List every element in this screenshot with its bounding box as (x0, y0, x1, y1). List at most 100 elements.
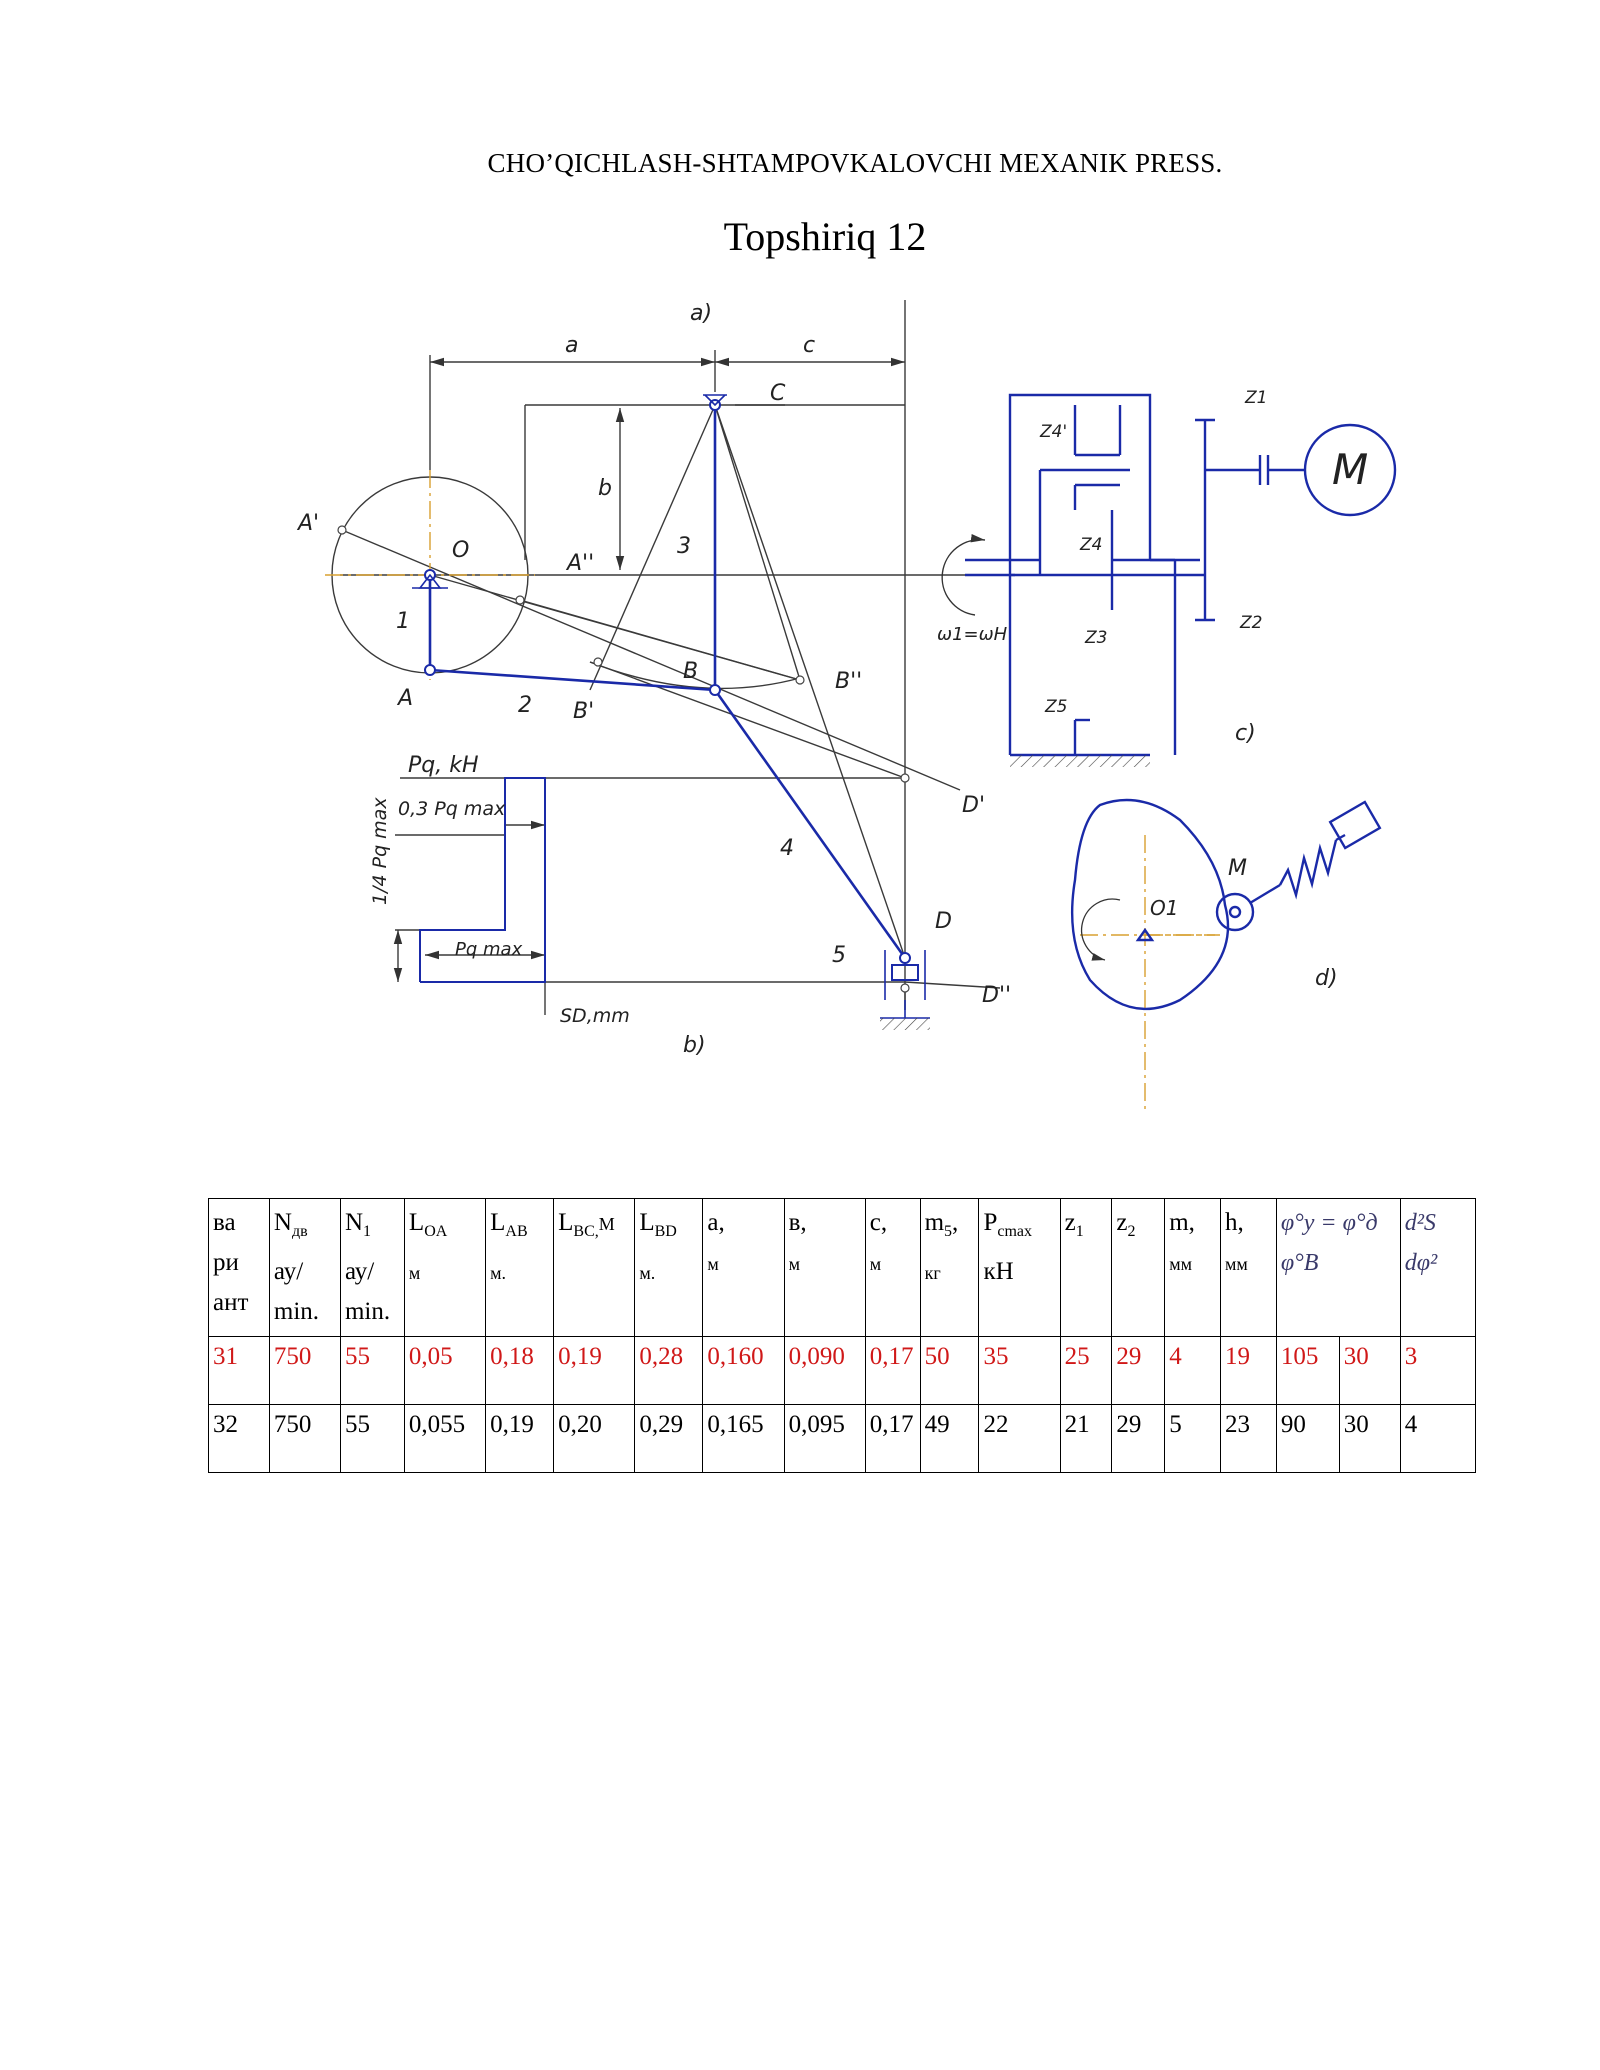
label-z4p: Z4' (1039, 422, 1067, 442)
label-cam-center: O1 (1150, 896, 1178, 920)
table-cell: 0,28 (634, 1336, 704, 1405)
table-cell: 750 (268, 1404, 341, 1473)
table-cell: 55 (339, 1336, 405, 1405)
table-cell: 55 (339, 1404, 405, 1473)
table-cell: 30 (1338, 1336, 1401, 1405)
label-pq-14: 1/4 Pq max (369, 797, 391, 905)
label-pq-kh: Pq, kH (408, 753, 479, 778)
task-title: Topshiriq 12 (723, 214, 927, 259)
ground-hatch (880, 1018, 930, 1030)
cam-mechanism (1070, 798, 1382, 1011)
label-z4: Z4 (1079, 535, 1102, 555)
table-cell: 105 (1275, 1336, 1340, 1405)
col-m5: m5,кг (919, 1198, 980, 1337)
label-omega: ω1=ωH (937, 624, 1008, 645)
table-cell: 0,18 (485, 1336, 555, 1405)
label-z5: Z5 (1044, 697, 1067, 717)
diagram-a (331, 300, 1010, 1015)
table-cell: 0,095 (783, 1404, 866, 1473)
mechanism-links (428, 405, 919, 981)
figure-labels: a) b) c) d) a c b C O A A' A'' B B' B'' … (296, 301, 1368, 1058)
table-cell: 4 (1399, 1404, 1477, 1473)
table-cell: 0,29 (634, 1404, 704, 1473)
table-cell: 0,19 (485, 1404, 555, 1473)
table-cell: 19 (1220, 1336, 1277, 1405)
centerlines (325, 470, 1220, 1110)
label-z1: Z1 (1244, 388, 1267, 408)
label-z2: Z2 (1239, 613, 1262, 633)
label-pt-B2: B'' (835, 669, 862, 694)
table-cell: 31 (208, 1336, 270, 1405)
label-dim-b: b (598, 476, 612, 501)
label-motor: M (1332, 445, 1368, 494)
mechanism-drawing: a) b) c) d) a c b C O A A' A'' B B' B'' … (296, 300, 1397, 1110)
label-pt-O: O (452, 538, 469, 563)
label-pt-D: D (935, 909, 952, 934)
gear-ground-hatch (1010, 755, 1150, 767)
label-z3: Z3 (1084, 628, 1107, 648)
page-title: CHO’QICHLASH-SHTAMPOVKALOVCHI MEXANIK PR… (487, 148, 1223, 178)
cam-rotation-icon (1080, 898, 1121, 961)
label-link-5: 5 (832, 943, 846, 968)
label-pt-C: C (770, 381, 786, 406)
table-cell: 30 (1338, 1404, 1401, 1473)
col-a: a,м (702, 1198, 785, 1337)
table-cell: 0,090 (783, 1336, 866, 1405)
table-cell: 5 (1164, 1404, 1222, 1473)
label-pq-max: Pq max (455, 939, 523, 960)
table-cell: 0,165 (702, 1404, 785, 1473)
label-fig-c: c) (1235, 721, 1256, 746)
label-link-4: 4 (780, 836, 794, 861)
pq-diagram (419, 777, 546, 983)
col-c: c,м (864, 1198, 921, 1337)
table-cell: 4 (1164, 1336, 1222, 1405)
label-pt-D2: D'' (982, 983, 1011, 1008)
table-cell: 0,160 (702, 1336, 785, 1405)
col-m: m,мм (1164, 1198, 1222, 1337)
label-pq-03: 0,3 Pq max (398, 798, 506, 820)
label-fig-b: b) (683, 1033, 706, 1058)
supports (412, 394, 930, 1019)
table-cell: 35 (978, 1336, 1061, 1405)
label-dim-a: a (565, 333, 578, 358)
label-s-mm: SD,mm (560, 1005, 630, 1027)
label-follower: M (1228, 856, 1247, 881)
label-pt-B1: B' (573, 699, 594, 724)
table-cell: 29 (1111, 1404, 1166, 1473)
table-cell: 0,17 (864, 1404, 921, 1473)
table-cell: 0,20 (553, 1404, 636, 1473)
table-cell: 29 (1111, 1336, 1166, 1405)
table-cell: 0,19 (553, 1336, 636, 1405)
label-link-3: 3 (677, 534, 691, 559)
rotation-arrow-icon (941, 534, 986, 616)
label-fig-d: d) (1315, 966, 1338, 991)
table-cell: 21 (1059, 1404, 1113, 1473)
table-cell: 25 (1059, 1336, 1113, 1405)
label-pt-D1: D' (962, 793, 985, 818)
label-pt-A1: A' (296, 511, 319, 536)
col-v: в,м (783, 1198, 866, 1337)
col-h: h,мм (1220, 1198, 1277, 1337)
col-z2: z2 (1111, 1198, 1166, 1337)
table-cell: 22 (978, 1404, 1061, 1473)
label-link-2: 2 (518, 693, 532, 718)
gear-train (965, 393, 1397, 757)
label-fig-a: a) (690, 301, 712, 326)
table-cell: 3 (1399, 1336, 1477, 1405)
table-cell: 49 (919, 1404, 980, 1473)
label-link-1: 1 (396, 609, 410, 634)
label-pt-B: B (683, 659, 698, 684)
table-cell: 50 (919, 1336, 980, 1405)
col-lbc: LBC,М (553, 1198, 636, 1337)
